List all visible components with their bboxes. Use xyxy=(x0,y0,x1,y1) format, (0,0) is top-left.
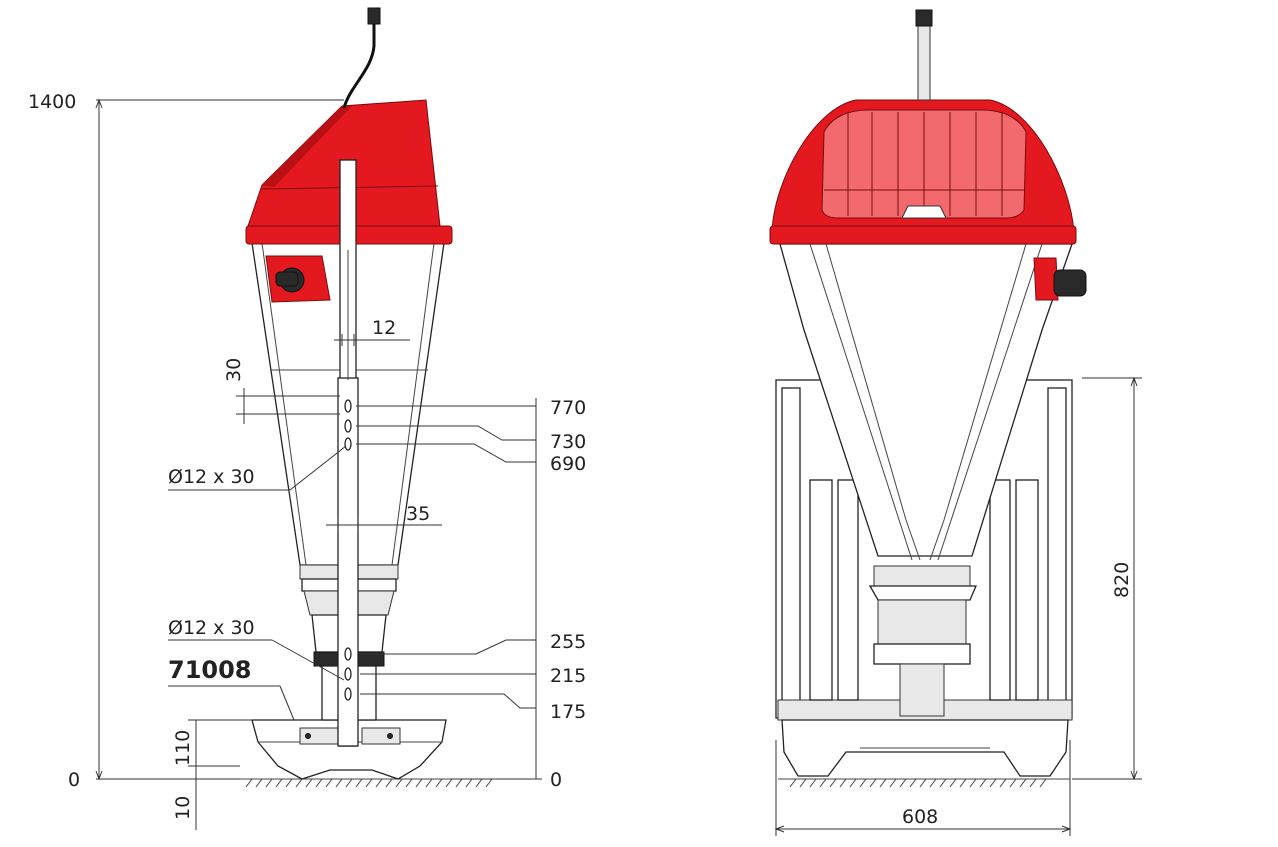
leader-slot-lower xyxy=(168,639,345,681)
label-12: 12 xyxy=(372,317,396,339)
label-110: 110 xyxy=(172,730,194,766)
slot-690 xyxy=(344,437,352,451)
feeder-base-trough xyxy=(251,719,447,780)
dim-front-width xyxy=(774,740,1072,836)
ground-hatch-right xyxy=(778,778,1070,788)
front-base-trough xyxy=(781,719,1069,777)
dim-total-height xyxy=(95,98,344,781)
slot-730 xyxy=(344,419,352,433)
feeder-cable xyxy=(342,7,381,109)
slot-215 xyxy=(344,667,352,681)
label-820: 820 xyxy=(1111,562,1133,598)
level-leaders xyxy=(356,398,542,780)
label-slot-upper: Ø12 x 30 xyxy=(168,466,255,488)
feeder-front-view: 820 608 xyxy=(769,9,1142,836)
feeder-side-view: 1400 0 110 10 30 12 35 xyxy=(28,7,586,830)
ground-hatch-left xyxy=(240,778,500,788)
slot-175 xyxy=(344,687,352,701)
lid-window-grid xyxy=(824,112,1024,216)
feeder-adjustment-tube xyxy=(337,159,359,747)
front-red-lid xyxy=(769,99,1077,245)
label-zero-right: 0 xyxy=(550,769,562,791)
label-215: 215 xyxy=(550,665,586,687)
label-slot-lower: Ø12 x 30 xyxy=(168,617,255,639)
label-1400: 1400 xyxy=(28,91,76,113)
label-608: 608 xyxy=(902,806,938,828)
label-zero-left: 0 xyxy=(68,769,80,791)
slot-770 xyxy=(344,399,352,413)
label-770: 770 xyxy=(550,397,586,419)
label-30: 30 xyxy=(223,358,245,382)
leader-slot-upper xyxy=(168,445,347,491)
label-175: 175 xyxy=(550,701,586,723)
label-10: 10 xyxy=(172,796,194,820)
dim-slot-width xyxy=(334,334,410,346)
label-35: 35 xyxy=(406,503,430,525)
label-690: 690 xyxy=(550,453,586,475)
front-dispenser xyxy=(868,565,977,717)
dim-slot-pitch xyxy=(236,388,340,424)
feeder-side-knob xyxy=(265,255,331,303)
dim-tube-width xyxy=(326,518,442,532)
label-730: 730 xyxy=(550,431,586,453)
dim-front-height xyxy=(1072,376,1142,781)
slot-255 xyxy=(344,647,352,661)
label-255: 255 xyxy=(550,631,586,653)
front-cable xyxy=(915,9,933,101)
leader-model xyxy=(168,685,295,721)
model-number: 71008 xyxy=(168,656,252,684)
dim-base-height xyxy=(188,719,252,830)
front-side-knob xyxy=(1033,257,1087,301)
